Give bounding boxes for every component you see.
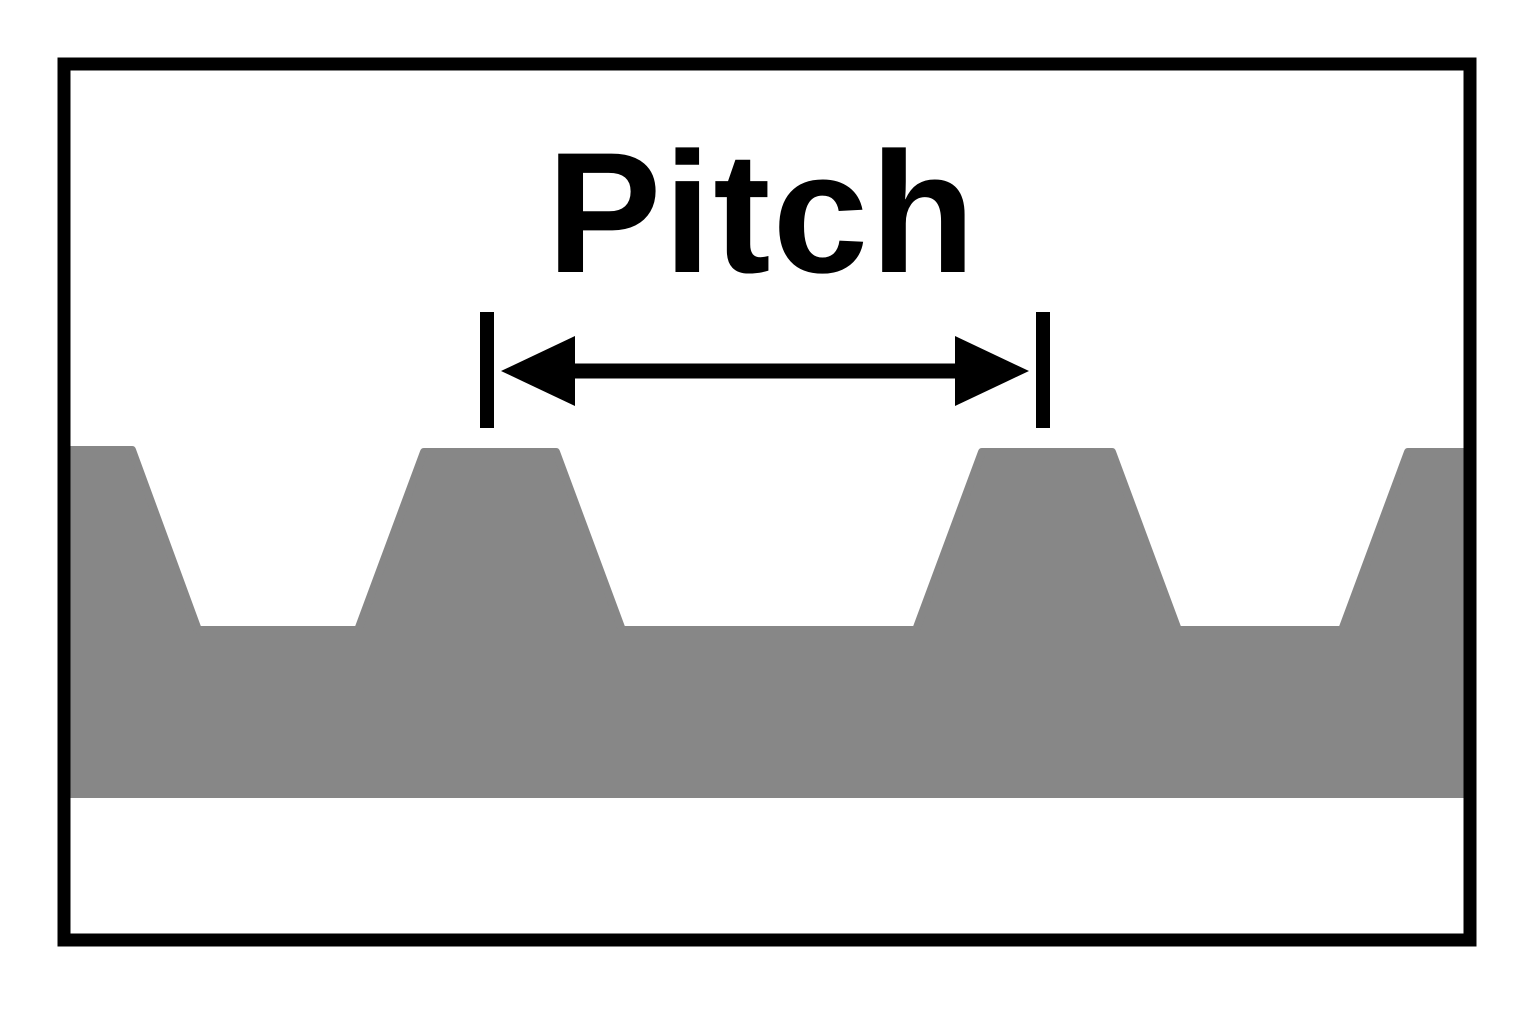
- arrowhead-right-icon: [955, 336, 1029, 406]
- diagram-border: [57, 57, 1477, 947]
- pitch-dimension-label: Pitch: [547, 117, 978, 309]
- arrowhead-left-icon: [501, 336, 575, 406]
